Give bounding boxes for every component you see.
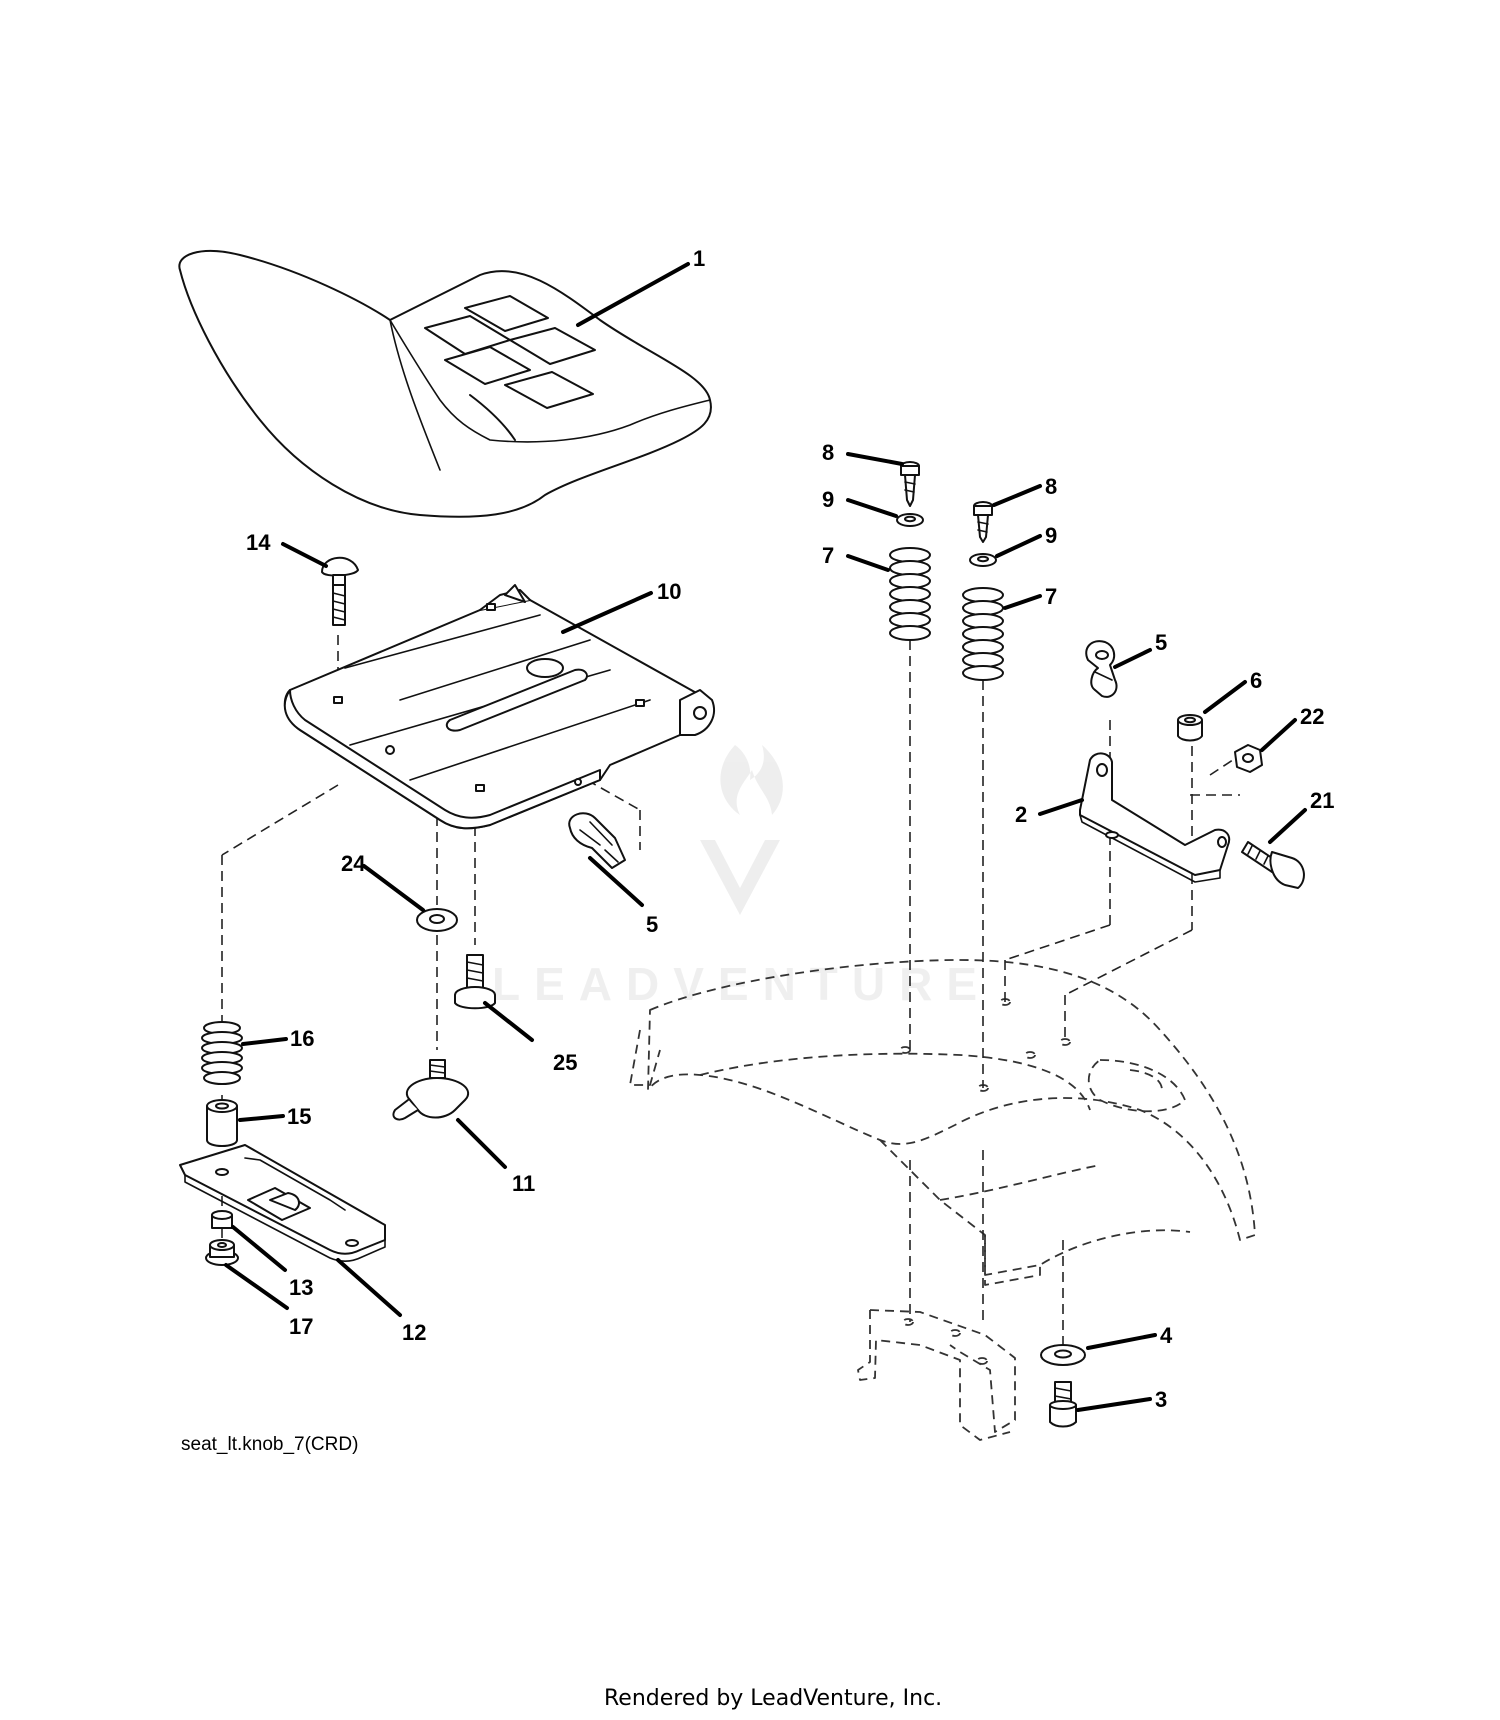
callout-12: 12 — [402, 1320, 426, 1345]
callout-7-left: 7 — [822, 543, 834, 568]
knob-part-11 — [392, 1059, 470, 1121]
callout-numbers: 1 2 3 4 5 5 6 7 7 8 8 9 9 10 11 12 13 14… — [246, 246, 1334, 1412]
spring-part-7-right — [962, 587, 1004, 681]
callout-2: 2 — [1015, 802, 1027, 827]
callout-22: 22 — [1300, 704, 1324, 729]
bolt-part-21 — [1241, 841, 1305, 889]
callout-15: 15 — [287, 1104, 311, 1129]
nut-part-13 — [211, 1210, 233, 1229]
spring-part-7-left — [889, 547, 931, 641]
diagram-caption: seat_lt.knob_7(CRD) — [181, 1434, 358, 1455]
callout-24: 24 — [341, 851, 366, 876]
callout-8-left: 8 — [822, 440, 834, 465]
callout-5-left: 5 — [646, 912, 658, 937]
nut-part-6 — [1177, 714, 1203, 742]
callout-11: 11 — [512, 1171, 535, 1196]
callout-3: 3 — [1155, 1387, 1167, 1412]
carriage-bolt-part-14 — [321, 556, 359, 626]
shoulder-bolt-part-25 — [454, 954, 496, 1010]
screw-part-8-right — [973, 501, 993, 543]
bracket-part-2 — [1079, 752, 1231, 883]
washer-part-9-left — [896, 513, 924, 527]
assembly-lines — [221, 635, 1246, 1355]
callout-9-left: 9 — [822, 487, 834, 512]
rendered-by-footer: Rendered by LeadVenture, Inc. — [604, 1686, 942, 1711]
spring-part-16 — [201, 1021, 243, 1085]
seat-part-1 — [178, 249, 712, 518]
callout-leaders — [224, 262, 1307, 1412]
callout-6: 6 — [1250, 668, 1262, 693]
seat-pan-part-10 — [283, 584, 715, 830]
slide-plate-part-12 — [179, 1144, 386, 1263]
callout-7-right: 7 — [1045, 584, 1057, 609]
washer-part-24 — [416, 908, 458, 932]
callout-14: 14 — [246, 530, 271, 555]
flange-nut-part-17 — [205, 1239, 239, 1266]
clip-part-5-left — [568, 812, 626, 869]
tractor-frame-reference — [629, 959, 1256, 1441]
callout-8-right: 8 — [1045, 474, 1057, 499]
callout-25: 25 — [553, 1050, 577, 1075]
callout-5-right: 5 — [1155, 630, 1167, 655]
callout-4: 4 — [1160, 1323, 1173, 1348]
callout-10: 10 — [657, 579, 681, 604]
watermark-text: LEADVENTURE — [492, 958, 991, 1010]
washer-part-9-right — [969, 553, 997, 567]
washer-part-4 — [1040, 1344, 1086, 1366]
callout-9-right: 9 — [1045, 523, 1057, 548]
screw-part-8-left — [900, 461, 920, 507]
clip-part-5-right — [1085, 640, 1118, 698]
spacer-part-15 — [206, 1099, 238, 1147]
callout-17: 17 — [289, 1314, 313, 1339]
callout-13: 13 — [289, 1275, 313, 1300]
bolt-part-3 — [1049, 1381, 1077, 1428]
callout-1: 1 — [693, 246, 705, 271]
callout-21: 21 — [1310, 788, 1334, 813]
nut-part-22 — [1234, 744, 1263, 773]
callout-16: 16 — [290, 1026, 314, 1051]
leadventure-watermark: LEADVENTURE — [492, 745, 991, 1010]
